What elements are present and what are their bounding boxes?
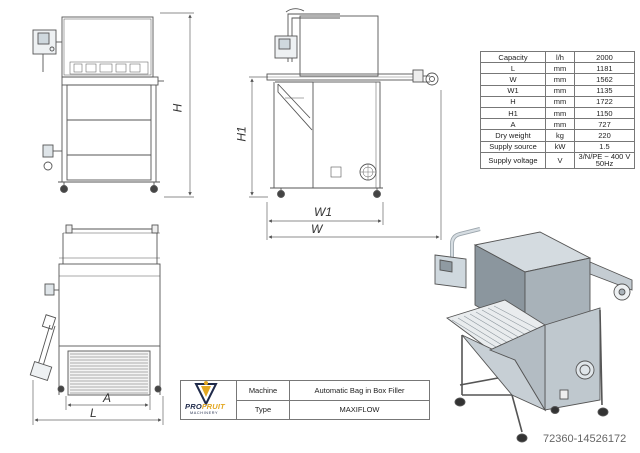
spec-value: 1722 [574,95,635,108]
spec-unit: V [545,151,575,169]
dim-top [32,380,164,425]
dim-label-w: W [311,222,323,236]
spec-param: W1 [480,84,546,97]
top-view [29,224,161,396]
spec-unit: l/h [545,50,575,64]
spec-param: W [480,73,546,86]
spec-param: Capacity [480,50,546,64]
dim-h [160,12,194,198]
spec-unit: mm [545,106,575,120]
spec-param: Supply voltage [480,151,546,169]
spec-unit: mm [545,95,575,108]
dim-label-w1: W1 [314,205,332,219]
spec-unit: mm [545,73,575,86]
logo-subtitle: MACHINERY [190,411,219,415]
spec-unit: kW [545,140,575,153]
spec-param: Supply source [480,140,546,153]
iso-view [434,227,633,443]
spec-value: 220 [574,129,635,142]
spec-param: L [480,62,546,75]
spec-unit: mm [545,62,575,75]
machine-value: Automatic Bag in Box Filler [289,381,429,400]
title-row-machine: Machine Automatic Bag in Box Filler [236,381,429,401]
spec-value: 1150 [574,106,635,120]
top-view-legs [57,346,162,395]
spec-value: 2000 [574,50,635,64]
title-row-type: Type MAXIFLOW [236,400,429,419]
dim-label-a: A [103,391,112,405]
spec-value: 1.5 [574,140,635,153]
spec-param: Dry weight [480,129,546,142]
side-view [266,8,439,198]
spec-unit: mm [545,84,575,97]
title-block: PROFRUIT MACHINERY Machine Automatic Bag… [180,380,430,420]
spec-unit: mm [545,118,575,131]
type-value: MAXIFLOW [289,400,429,419]
type-label: Type [236,400,289,419]
logo-wordmark: PROFRUIT [185,402,225,411]
spec-unit: kg [545,129,575,142]
machine-label: Machine [236,381,289,400]
front-view [32,16,164,193]
spec-value: 727 [574,118,635,131]
dim-label-h: H [170,103,185,113]
spec-param: H [480,95,546,108]
dim-label-l: L [90,406,97,420]
dim-side [249,76,442,240]
spec-param: H1 [480,106,546,120]
spec-value: 1135 [574,84,635,97]
profruit-logo-mark [194,381,218,407]
reference-number: 72360-14526172 [543,433,627,445]
roller-grille [70,353,148,394]
logo: PROFRUIT MACHINERY [181,381,236,419]
dim-label-h1: H1 [234,126,249,142]
spec-value: 1562 [574,73,635,86]
spec-param: A [480,118,546,131]
spec-value: 3/N/PE ~ 400 V 50Hz [574,151,635,169]
spec-value: 1181 [574,62,635,75]
